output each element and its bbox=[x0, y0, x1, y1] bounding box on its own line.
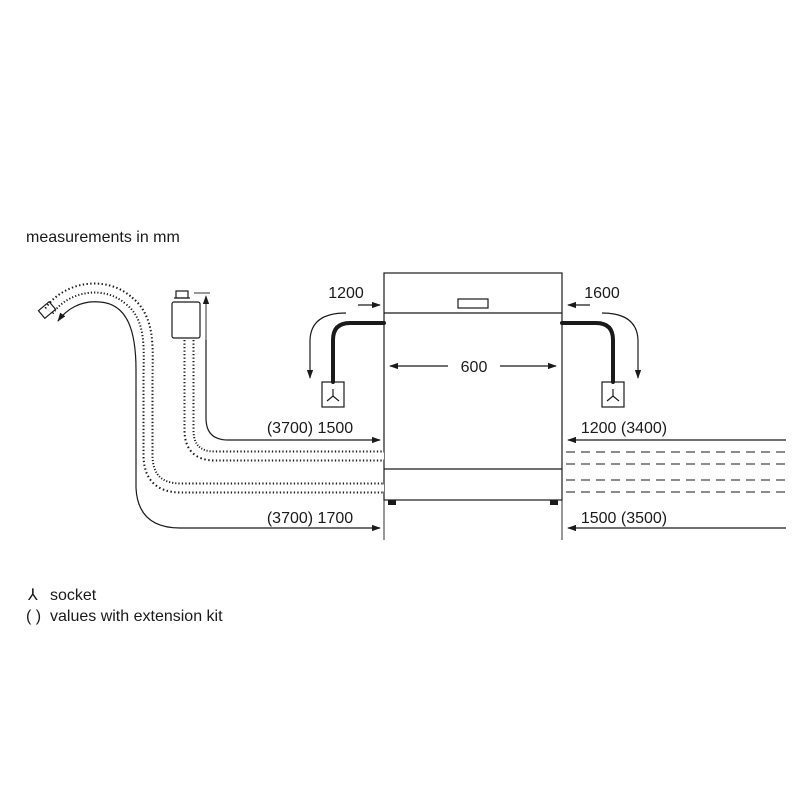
water-tap-valve bbox=[171, 290, 201, 339]
door-handle bbox=[457, 298, 489, 309]
inlet-right-label: 1200 (3400) bbox=[581, 420, 667, 437]
power-cord-right-reach bbox=[601, 312, 642, 379]
left-foot bbox=[388, 500, 396, 505]
power-cord-left bbox=[331, 321, 386, 384]
legend-socket-label: socket bbox=[50, 587, 97, 604]
width-label: 600 bbox=[461, 359, 488, 376]
socket-right-icon bbox=[601, 381, 625, 408]
drain-right-label: 1500 (3500) bbox=[581, 510, 667, 527]
power-cord-right bbox=[560, 321, 615, 384]
alternative-hose-routes bbox=[566, 451, 786, 493]
dishwasher bbox=[383, 272, 563, 505]
legend-ext-symbol: ( ) bbox=[26, 608, 41, 625]
socket-symbol-icon: ⅄ bbox=[27, 587, 38, 604]
legend: ⅄ socket ( ) values with extension kit bbox=[26, 587, 223, 625]
power-cord-right-label: 1600 bbox=[584, 285, 620, 302]
power-cord-left-label: 1200 bbox=[328, 285, 364, 302]
drain-left-dimension bbox=[57, 301, 381, 532]
dishwasher-outline bbox=[383, 272, 563, 501]
legend-ext-label: values with extension kit bbox=[50, 608, 223, 625]
right-foot bbox=[550, 500, 558, 505]
drain-left-label: (3700) 1700 bbox=[267, 510, 353, 527]
diagram-title: measurements in mm bbox=[26, 229, 180, 246]
socket-left-icon bbox=[321, 381, 345, 408]
inlet-left-label: (3700) 1500 bbox=[267, 420, 353, 437]
